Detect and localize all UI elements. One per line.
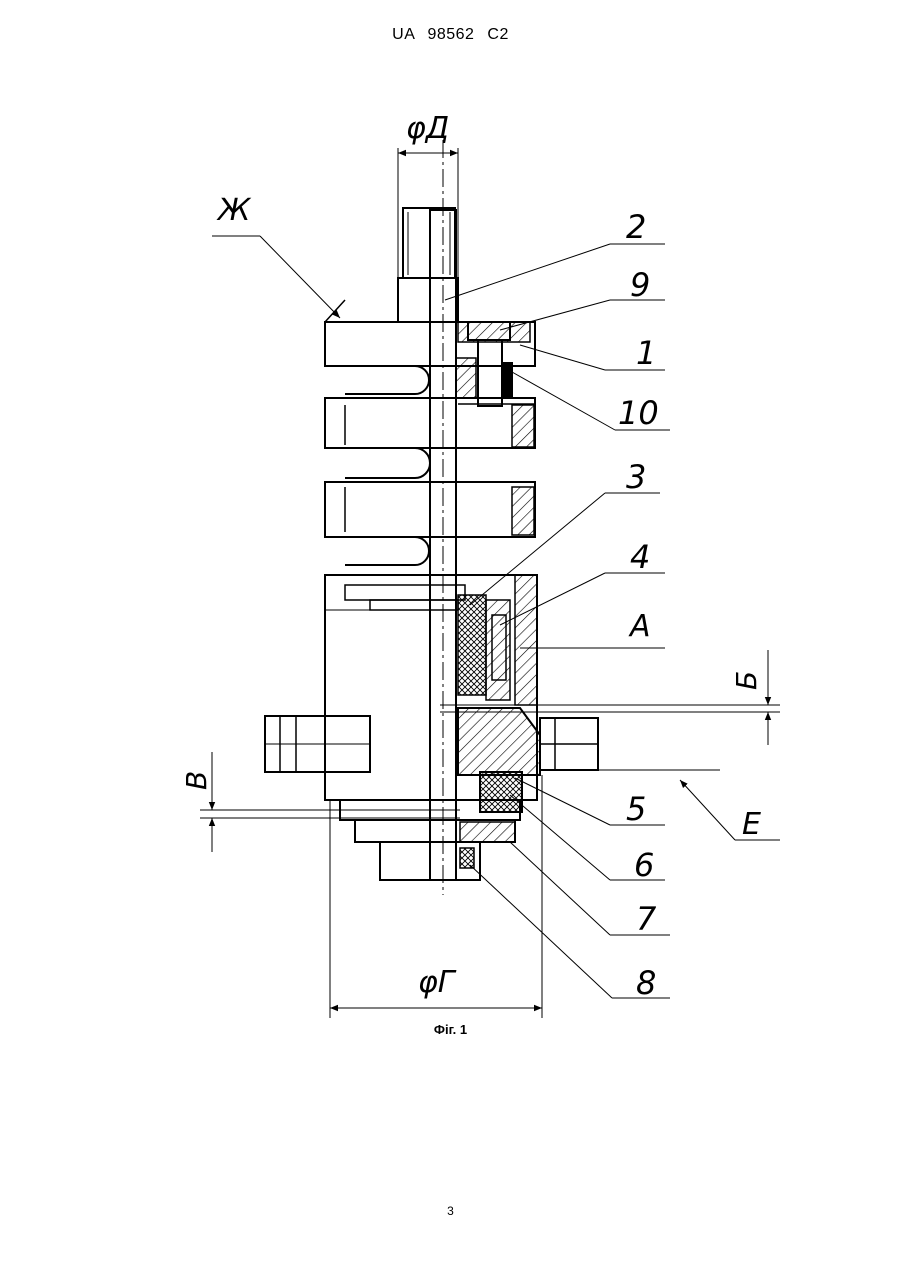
label-e: Е	[742, 807, 761, 842]
label-part-9: 9	[630, 266, 650, 304]
side-lever	[265, 716, 370, 772]
label-v: В	[180, 771, 213, 790]
label-part-4: 4	[630, 538, 650, 576]
label-b: Б	[730, 671, 763, 690]
figure-caption: Фіг. 1	[0, 1022, 901, 1037]
label-dia-d: φД	[406, 111, 449, 146]
label-part-1: 1	[636, 334, 656, 372]
label-part-2: 2	[626, 208, 646, 246]
dimension-d	[398, 148, 458, 278]
screw-assembly	[456, 322, 535, 406]
label-dia-g: φГ	[418, 965, 457, 1000]
page-number: 3	[0, 1204, 901, 1218]
label-a: А	[628, 609, 651, 644]
label-part-3: 3	[626, 458, 646, 496]
flange	[458, 708, 598, 812]
shaft	[398, 140, 458, 895]
label-part-8: 8	[636, 964, 656, 1002]
label-part-7: 7	[636, 900, 657, 938]
label-zh: Ж	[216, 193, 252, 228]
label-part-5: 5	[626, 790, 646, 828]
label-part-10: 10	[618, 394, 659, 432]
label-part-6: 6	[634, 846, 654, 884]
